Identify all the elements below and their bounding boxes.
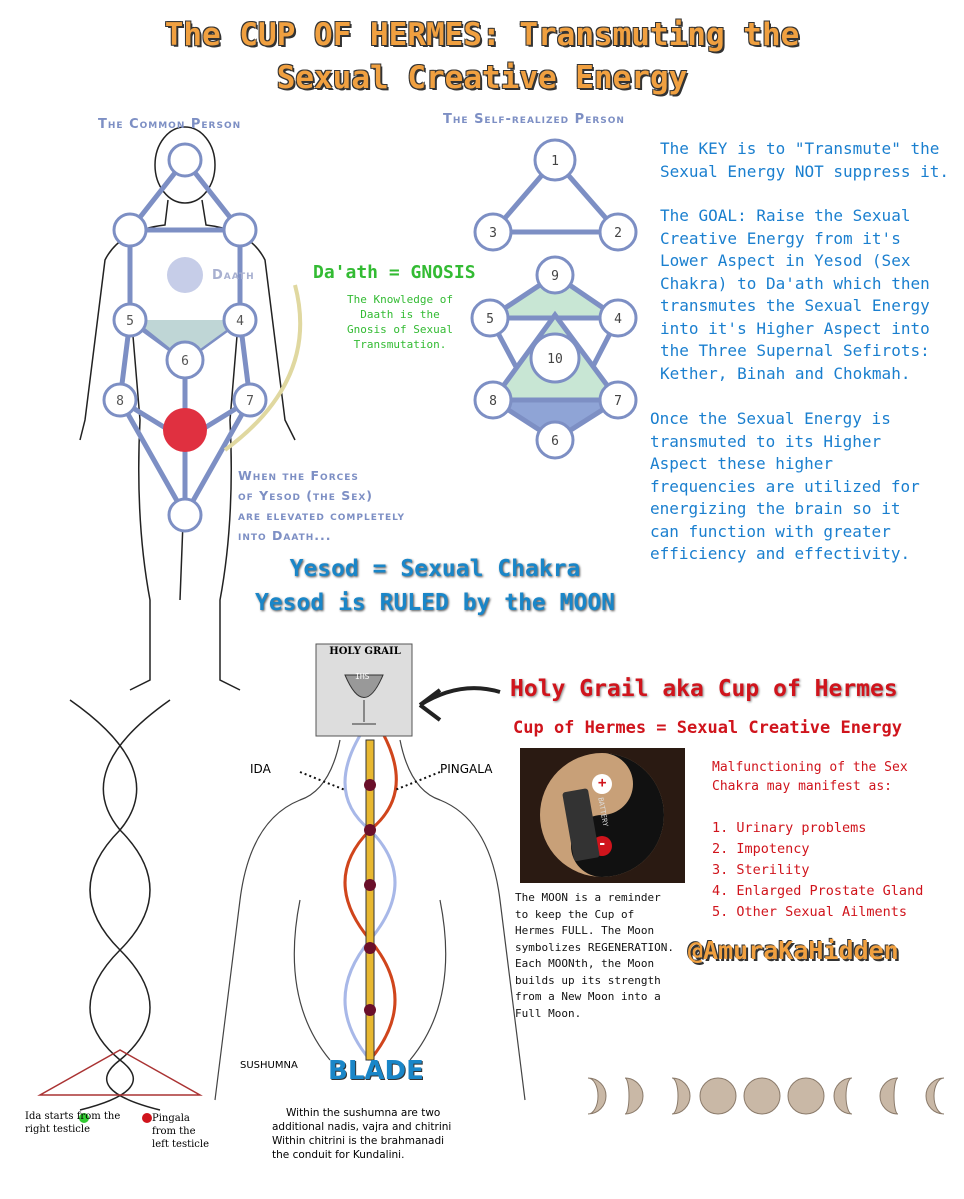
node-number: 5 <box>486 312 494 327</box>
caption-line: into Daath... <box>238 528 332 543</box>
caption-line: are elevated completely <box>238 508 405 523</box>
moon-phases <box>587 1077 945 1115</box>
node-number: 10 <box>547 352 563 367</box>
node-number: 4 <box>614 312 622 327</box>
daath-text: Gnosis of Sexual <box>347 323 453 336</box>
yesod-line-1: Yesod = Sexual Chakra <box>289 556 581 582</box>
grail-subheading: Cup of Hermes = Sexual Creative Energy <box>513 718 902 738</box>
malfunction-intro: Malfunctioning of the Sex Chakra may man… <box>712 760 908 794</box>
cup-text: IHS <box>355 672 370 681</box>
arrow-icon <box>418 686 501 722</box>
node-number: 8 <box>116 394 124 409</box>
ida-note: Ida starts from the right testicle <box>25 1111 121 1135</box>
ailment-item: 1. Urinary problems <box>712 820 867 836</box>
sushumna-label: SUSHUMNA <box>240 1060 298 1071</box>
daath-text: Daath is the <box>360 308 440 321</box>
ailment-item: 4. Enlarged Prostate Gland <box>712 883 924 899</box>
battery-minus: - <box>598 836 607 852</box>
ailment-item: 5. Other Sexual Ailments <box>712 904 908 920</box>
node-number: 2 <box>614 226 622 241</box>
pingala-channel <box>343 719 398 1061</box>
daath-text: The Knowledge of <box>347 293 453 306</box>
node-number: 7 <box>246 394 254 409</box>
goal-paragraph: The GOAL: Raise the Sexual Creative Ener… <box>660 206 930 383</box>
grail-heading: Holy Grail aka Cup of Hermes <box>510 676 898 702</box>
holy-grail-label: HOLY GRAIL <box>329 646 401 657</box>
yesod-line-2: Yesod is RULED by the MOON <box>254 590 616 616</box>
ailment-item: 2. Impotency <box>712 841 810 857</box>
torso-outline <box>214 739 526 1101</box>
daath-label: Daath <box>212 268 255 283</box>
spine-caption: Within the sushumna are two <box>286 1107 441 1119</box>
blade-label: BLADE <box>328 1056 424 1086</box>
right-heading: The Self-realized Person <box>443 112 625 127</box>
daath-text: Transmutation. <box>353 338 447 351</box>
key-paragraph: The KEY is to "Transmute" the Sexual Ene… <box>660 139 949 181</box>
ida-channel <box>343 719 397 1061</box>
moon-text: The MOON is a reminder to keep the Cup o… <box>515 891 674 1020</box>
pingala-note: Pingala from the left testicle <box>152 1113 210 1150</box>
node-number: 6 <box>551 434 559 449</box>
node-number: 9 <box>551 269 559 284</box>
spine-caption: the conduit for Kundalini. <box>272 1149 405 1161</box>
title-line-2: Sexual Creative Energy <box>276 60 688 96</box>
title-line-1: The CUP OF HERMES: Transmuting the <box>164 17 800 53</box>
node-number: 4 <box>236 314 244 329</box>
spine-caption: additional nadis, vajra and chitrini <box>272 1121 452 1133</box>
author-handle: @AmuraKaHidden <box>688 936 899 965</box>
daath-title: Da'ath = GNOSIS <box>313 262 476 283</box>
ida-pingala-helix <box>37 699 203 1111</box>
node-number: 5 <box>126 314 134 329</box>
node-number: 3 <box>489 226 497 241</box>
sex-chakra-flower <box>163 408 207 452</box>
node-number: 8 <box>489 394 497 409</box>
pingala-label: PINGALA <box>440 762 493 776</box>
node <box>112 302 148 338</box>
caption-line: When the Forces <box>238 468 359 483</box>
spine-caption: Within chitrini is the brahmanadi <box>272 1135 445 1147</box>
sushumna-channel <box>365 739 375 1061</box>
left-heading: The Common Person <box>98 117 242 132</box>
caption-line: of Yesod (the Sex) <box>238 488 373 503</box>
node-number: 1 <box>551 154 559 169</box>
ida-label: IDA <box>250 762 271 776</box>
transmuted-paragraph: Once the Sexual Energy is transmuted to … <box>650 409 920 563</box>
arrow-curve <box>223 284 303 452</box>
ailment-item: 3. Sterility <box>712 862 810 878</box>
node-number: 6 <box>181 354 189 369</box>
battery-plus: + <box>598 775 607 791</box>
node-number: 7 <box>614 394 622 409</box>
